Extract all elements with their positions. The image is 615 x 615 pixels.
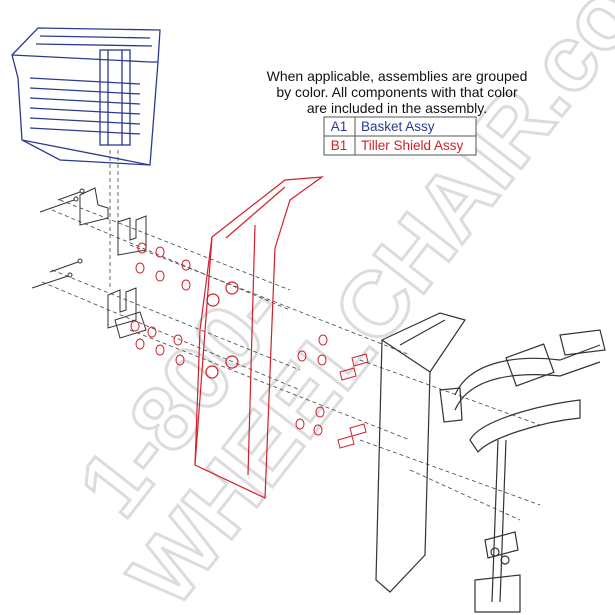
legend-name-a1: Basket Assy bbox=[361, 119, 435, 134]
legend-code-a1: A1 bbox=[331, 119, 348, 134]
legend-code-b1: B1 bbox=[331, 138, 348, 153]
note-line-2: by color. All components with that color bbox=[276, 84, 518, 100]
basket bbox=[11, 27, 161, 166]
alignment-lines bbox=[41, 150, 541, 521]
tiller-body bbox=[375, 312, 606, 613]
brackets-and-fasteners bbox=[31, 187, 147, 339]
tiller-shield-fasteners bbox=[130, 242, 369, 449]
note-line-3: are included in the assembly. bbox=[307, 100, 487, 116]
assembly-legend: A1 Basket Assy B1 Tiller Shield Assy bbox=[323, 116, 477, 156]
tiller-shield bbox=[194, 176, 325, 499]
assembly-note: When applicable, assemblies are grouped … bbox=[267, 68, 528, 116]
legend-name-b1: Tiller Shield Assy bbox=[361, 138, 464, 153]
note-line-1: When applicable, assemblies are grouped bbox=[267, 68, 528, 84]
